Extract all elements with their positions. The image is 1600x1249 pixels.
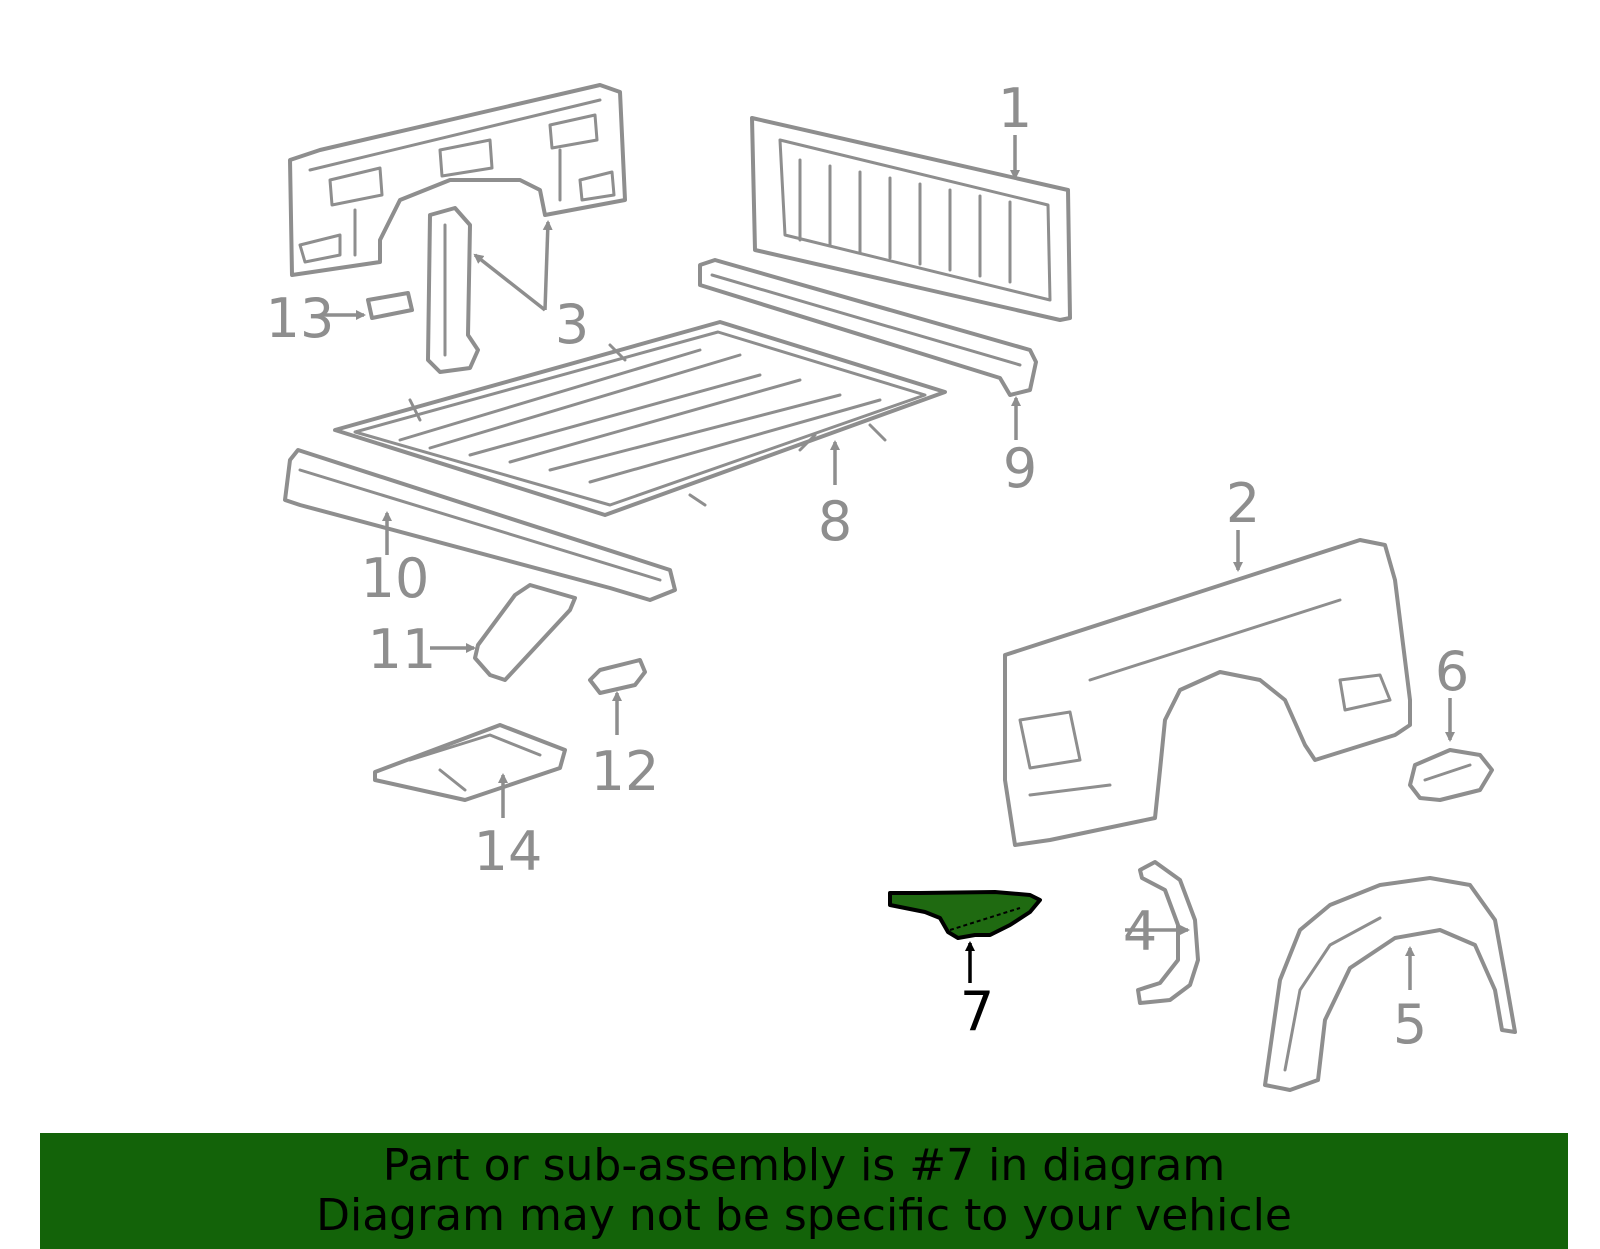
callout-12[interactable]: 12	[591, 740, 660, 803]
info-banner: Part or sub-assembly is #7 in diagram Di…	[40, 1133, 1568, 1249]
callout-labels: 1 2 3 4 5 6 7 8 9 10 11 12 13 14	[266, 77, 1470, 1056]
part-3-front-panel[interactable]	[288, 83, 627, 277]
part-11-bracket[interactable]	[473, 583, 577, 682]
callout-8[interactable]: 8	[818, 490, 852, 553]
part-14-plate[interactable]	[373, 723, 567, 802]
callout-7[interactable]: 7	[960, 980, 994, 1043]
callout-3[interactable]: 3	[555, 293, 589, 356]
part-3-brace[interactable]	[426, 206, 480, 374]
callout-13[interactable]: 13	[266, 287, 335, 350]
callout-1[interactable]: 1	[998, 77, 1032, 140]
part-10-front-crossmember[interactable]	[283, 448, 677, 602]
callout-11[interactable]: 11	[368, 618, 437, 681]
callout-2[interactable]: 2	[1226, 472, 1260, 535]
banner-line-1: Part or sub-assembly is #7 in diagram	[382, 1140, 1226, 1191]
part-12-clip[interactable]	[588, 658, 647, 695]
arrow-3a	[473, 253, 547, 312]
callout-10[interactable]: 10	[361, 547, 430, 610]
part-4-liner-strip[interactable]	[1136, 860, 1200, 1005]
arrow-3b	[542, 220, 553, 311]
part-6-lamp[interactable]	[1408, 748, 1494, 802]
callout-14[interactable]: 14	[474, 820, 543, 883]
callout-5[interactable]: 5	[1393, 993, 1427, 1056]
leader-lines	[322, 135, 1455, 990]
part-2-side-panel[interactable]	[1003, 538, 1412, 847]
callout-9[interactable]: 9	[1003, 437, 1037, 500]
part-8-floor[interactable]	[333, 320, 947, 517]
part-5-wheelhouse[interactable]	[1263, 876, 1517, 1092]
banner-line-2: Diagram may not be specific to your vehi…	[316, 1190, 1292, 1241]
part-9-rear-sill[interactable]	[698, 258, 1038, 397]
callout-4[interactable]: 4	[1123, 900, 1157, 963]
part-7-highlighted[interactable]	[888, 890, 1042, 940]
callout-6[interactable]: 6	[1435, 640, 1469, 703]
part-13-block[interactable]	[366, 291, 414, 320]
